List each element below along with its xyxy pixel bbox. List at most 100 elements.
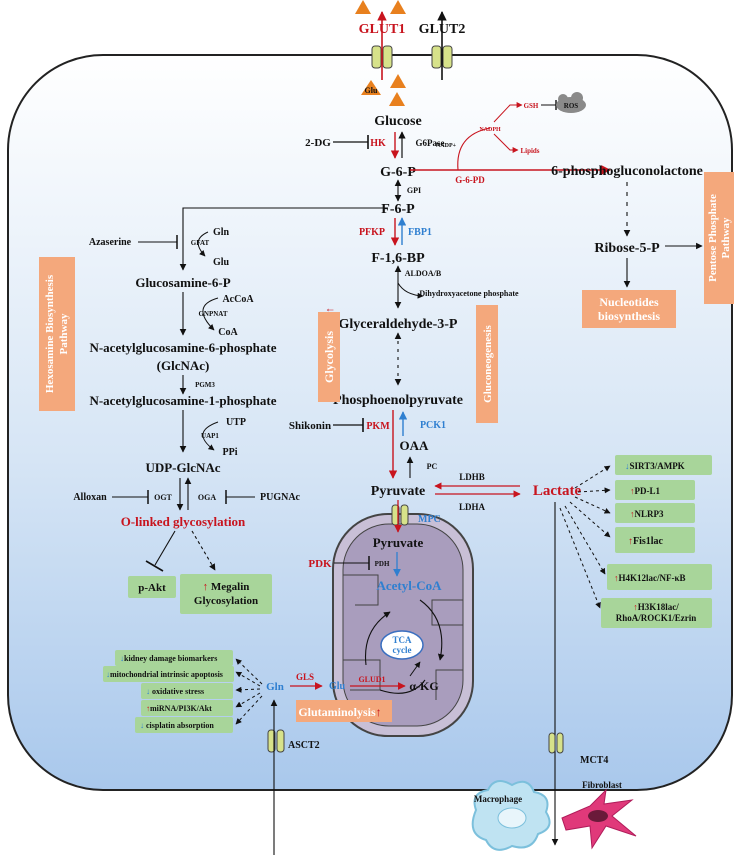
gln-effect-oxidative: ↓ oxidative stress — [141, 683, 233, 699]
glcnac1p-label: N-acetylglucosamine-1-phosphate — [89, 393, 276, 408]
pugnac-label: PUGNAc — [260, 492, 301, 503]
glcnac-label: (GlcNAc) — [157, 358, 210, 373]
pyruvate-label: Pyruvate — [371, 484, 425, 499]
f16bp-label: F-1,6-BP — [371, 251, 425, 266]
macrophage-cell — [471, 780, 551, 851]
pc-label: PC — [427, 462, 438, 471]
g6p-label: G-6-P — [380, 165, 416, 180]
svg-text:↑NLRP3: ↑NLRP3 — [630, 509, 664, 519]
gsh-label: GSH — [524, 102, 539, 110]
glycolysis-box: Glycolysis ↑ — [318, 307, 340, 402]
g6pd-label: G-6-PD — [455, 175, 485, 185]
gln-effect-mirna: ↑miRNA/PI3K/Akt — [141, 700, 233, 716]
svg-text:↓kidney damage biomarkers: ↓kidney damage biomarkers — [120, 654, 217, 663]
mpc-label: MPC — [418, 514, 441, 525]
glucosamine6p-label: Glucosamine-6-P — [135, 275, 230, 290]
lactate-target-h4k12lac: ↑H4K12lac/NF-κB — [607, 564, 712, 590]
glut1-transporter — [371, 45, 393, 69]
udpglcnac-label: UDP-GlcNAc — [145, 460, 220, 475]
lactate-target-h3k18lac: ↑H3K18lac/RhoA/ROCK1/Ezrin — [601, 598, 712, 628]
pfkp-label: PFKP — [359, 227, 385, 238]
ppp-label-line1: Pentose Phosphate — [707, 194, 719, 282]
glucose-triangles — [355, 0, 406, 106]
hbp-label-line1: Hexosamine Biosynthesis — [44, 274, 56, 393]
oga-label: OGA — [198, 493, 216, 502]
gln-label: Gln — [266, 681, 284, 693]
lactate-target-sirt3: ↓SIRT3/AMPK — [615, 455, 712, 475]
alloxan-label: Alloxan — [73, 492, 107, 503]
gln-dashed-arrows — [235, 658, 263, 725]
glu-small-label: Glu — [365, 86, 378, 95]
gnpnat-label: GNPNAT — [198, 310, 227, 318]
glut1-label: GLUT1 — [359, 22, 406, 37]
gpi-label: GPI — [407, 186, 421, 195]
dhap-label: Dihydroxyacetone phosphate — [419, 289, 519, 298]
uap1-label: UAP1 — [201, 432, 219, 440]
akg-label: α-KG — [409, 679, 438, 693]
pgm3-label: PGM3 — [195, 381, 215, 389]
oglyc-label: O-linked glycosylation — [121, 514, 246, 529]
mito-glu-label: Glu — [329, 681, 346, 692]
g6pase-label: G6Pase — [416, 138, 445, 148]
pdk-label: PDK — [308, 558, 332, 570]
ros-cloud — [556, 92, 586, 113]
shikonin-label: Shikonin — [289, 420, 331, 432]
svg-text:↓ oxidative stress: ↓ oxidative stress — [146, 687, 204, 696]
hbp-glu-label: Glu — [213, 257, 230, 268]
glycolysis-label: Glycolysis — [322, 331, 336, 383]
lipids-label: Lipids — [520, 147, 539, 155]
gls-label: GLS — [296, 672, 314, 682]
ogt-label: OGT — [154, 493, 172, 502]
azaserine-label: Azaserine — [89, 237, 132, 248]
fbp1-label: FBP1 — [408, 227, 432, 238]
lactate-dashed-arrows — [559, 465, 611, 609]
lactate-target-nlrp3: ↑NLRP3 — [615, 503, 695, 523]
fibroblast-label: Fibroblast — [582, 780, 622, 790]
asct2-label: ASCT2 — [288, 740, 320, 751]
svg-text:↑H4K12lac/NF-κB: ↑H4K12lac/NF-κB — [614, 573, 686, 583]
gfat-label: GFAT — [191, 239, 210, 247]
hbp-box: Hexosamine Biosynthesis Pathway — [39, 257, 75, 411]
pck1-label: PCK1 — [420, 420, 446, 431]
oaa-label: OAA — [400, 438, 430, 453]
fibroblast-cell — [561, 788, 637, 850]
f6p-label: F-6-P — [381, 202, 415, 217]
ppi-label: PPi — [223, 447, 238, 458]
utp-label: UTP — [226, 417, 246, 428]
svg-text:↑H3K18lac/RhoA/ROCK1/Ezrin: ↑H3K18lac/RhoA/ROCK1/Ezrin — [616, 602, 697, 623]
mct4-label: MCT4 — [580, 755, 608, 766]
pkm-label: PKM — [366, 421, 390, 432]
lactone-label: 6-phosphogluconolactone — [551, 164, 703, 179]
glycolysis-down-arrow: ↑ — [324, 307, 336, 313]
svg-text:↑PD-L1: ↑PD-L1 — [630, 486, 660, 496]
g3p-label: Glyceraldehyde-3-P — [339, 317, 458, 332]
mito-pyruvate-label: Pyruvate — [373, 535, 424, 550]
hbp-label-line2: Pathway — [58, 313, 70, 354]
macrophage-label: Macrophage — [474, 794, 522, 804]
nadph-label: NADPH — [479, 127, 501, 133]
svg-text:↑Fis1lac: ↑Fis1lac — [628, 536, 664, 547]
ppp-box: Pentose Phosphate Pathway — [704, 172, 734, 304]
ros-label: ROS — [564, 102, 579, 110]
ldha-label: LDHA — [459, 502, 486, 512]
mct4-transporter — [548, 732, 564, 754]
glut2-label: GLUT2 — [419, 22, 466, 37]
glutaminolysis-box: Glutaminolysis↑ — [296, 700, 392, 722]
acetylcoa-label: Acetyl-CoA — [377, 578, 443, 593]
svg-text:↑miRNA/PI3K/Akt: ↑miRNA/PI3K/Akt — [146, 704, 212, 713]
gln-effect-cisplatin: ↓ cisplatin absorption — [135, 717, 233, 733]
pep-label: Phosphoenolpyruvate — [333, 393, 463, 408]
ldhb-label: LDHB — [459, 472, 485, 482]
ribose-label: Ribose-5-P — [594, 241, 660, 256]
asct2-transporter — [267, 729, 285, 753]
svg-text:↓mitochondrial intrinsic apopt: ↓mitochondrial intrinsic apoptosis — [106, 670, 223, 679]
coa-label: CoA — [218, 327, 238, 338]
hk-label: HK — [370, 138, 386, 149]
gln-effect-kidney: ↓kidney damage biomarkers — [115, 650, 233, 666]
aldoa-label: ALDOA/B — [405, 269, 442, 278]
